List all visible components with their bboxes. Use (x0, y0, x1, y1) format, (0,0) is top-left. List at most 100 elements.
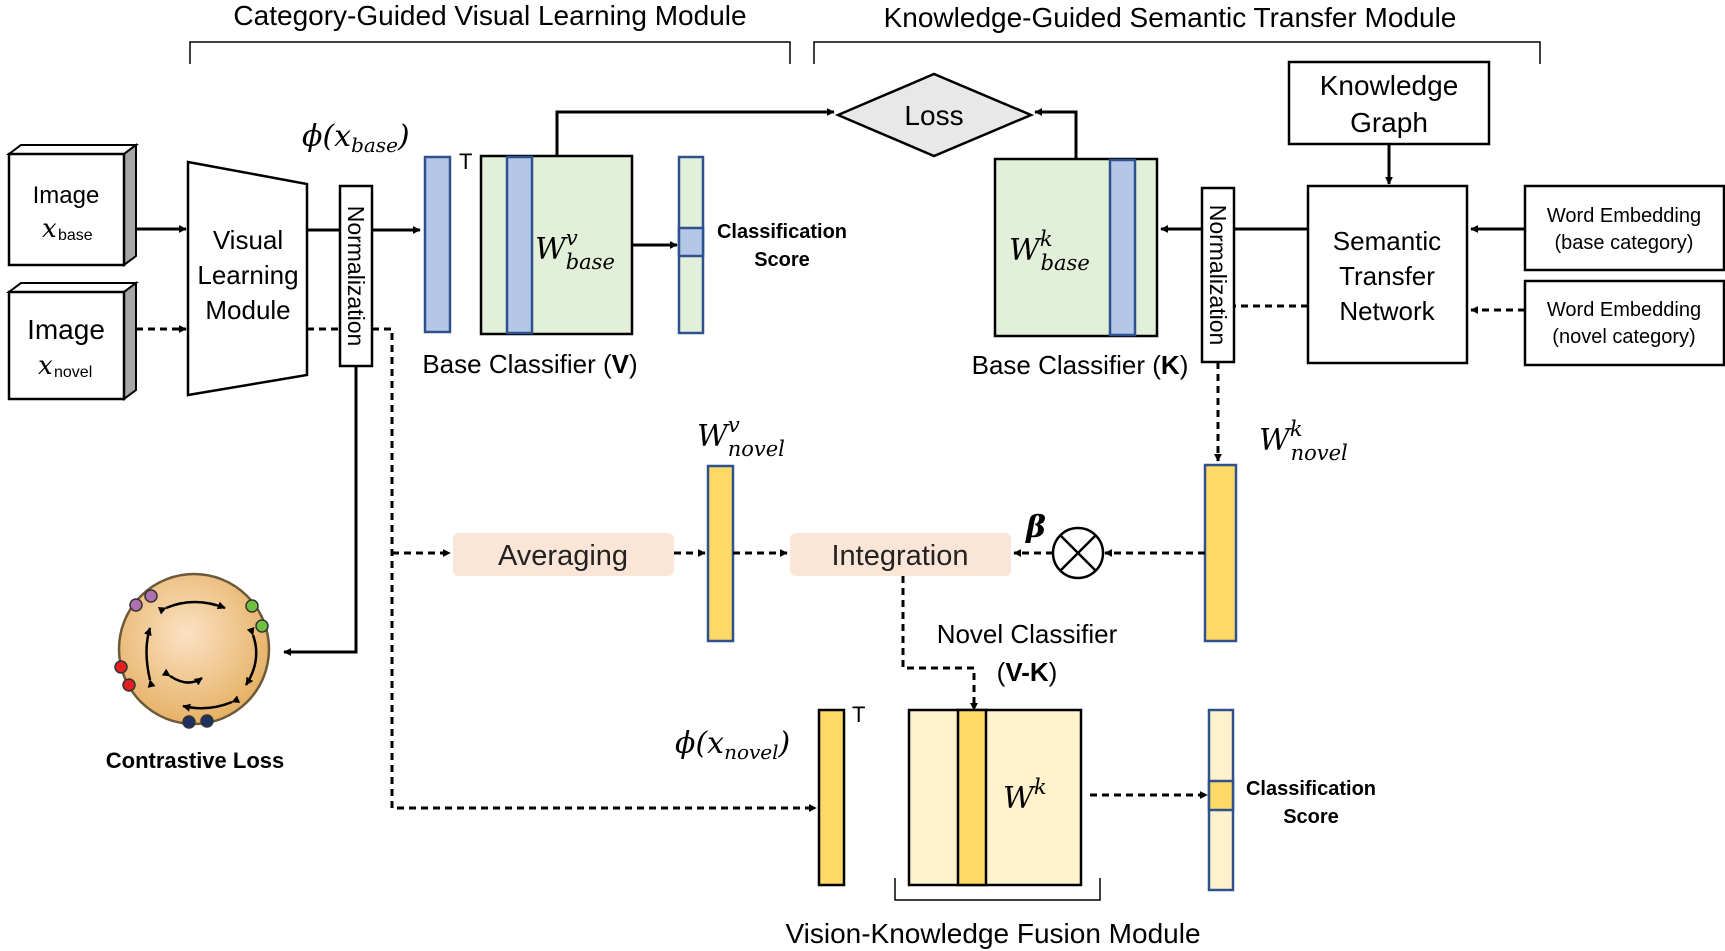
w-k-base-w: W (1009, 233, 1042, 268)
kg-line-1: Knowledge (1320, 70, 1459, 101)
base-classifier-v-label: Base Classifier (V) (422, 349, 637, 379)
base-classifier-v-column (505, 155, 534, 335)
multiply-icon (1051, 526, 1105, 580)
dot-green-1 (245, 599, 259, 613)
base-classifier-v-close: ) (629, 349, 638, 379)
vlm-line-1: Visual (213, 225, 283, 255)
w-k-novel-sup: k (1290, 417, 1303, 441)
w-v-base-sub: base (566, 250, 615, 274)
dot-red-1 (114, 660, 128, 674)
word-emb-novel-line-1: Word Embedding (1547, 299, 1701, 321)
stn-line-3: Network (1339, 296, 1435, 326)
knowledge-graph (1287, 60, 1491, 146)
normalization-right-label: Normalization (1205, 205, 1231, 346)
semantic-module-title: Knowledge-Guided Semantic Transfer Modul… (884, 2, 1457, 33)
dot-navy-1 (182, 715, 196, 729)
w-k-novel-w: W (1259, 423, 1292, 458)
stn-line-2: Transfer (1339, 261, 1435, 291)
novel-classifier-close: ) (1049, 657, 1058, 687)
base-classifier-k-label: Base Classifier (K) (972, 350, 1189, 380)
w-k-base-sub: base (1041, 251, 1090, 275)
base-classifier-k-close: ) (1180, 350, 1189, 380)
phi-base-main: ϕ(x (302, 119, 351, 154)
dot-purple-2 (144, 589, 158, 603)
image-novel-var: x (38, 351, 53, 381)
kg-line-2: Graph (1350, 107, 1428, 138)
word-embedding-base (1523, 184, 1725, 272)
image-novel-label: Image (27, 314, 105, 345)
phi-novel-main: ϕ(x (675, 726, 724, 761)
novel-feature-vector (817, 708, 846, 887)
averaging-label: Averaging (498, 540, 628, 572)
novel-score-label-2: Score (1283, 806, 1339, 828)
integration-label: Integration (831, 540, 968, 572)
dot-purple-1 (129, 598, 143, 612)
w-k-fusion: Wk (1003, 775, 1047, 816)
novel-classifier-label: Novel Classifier (937, 619, 1118, 649)
novel-score-label-1: Classification (1246, 778, 1376, 800)
stn-line-1: Semantic (1333, 226, 1441, 256)
norm-left-dashed-path (372, 327, 817, 812)
image-base-subscript: base (58, 227, 93, 244)
w-k-novel-sub: novel (1291, 441, 1348, 465)
phi-novel-close: ) (778, 726, 791, 761)
vlm-line-3: Module (205, 295, 290, 325)
novel-classifier-sublabel: (V-K) (997, 657, 1058, 687)
fusion-module-brace (894, 878, 1101, 901)
dot-navy-2 (200, 714, 214, 728)
image-novel-subscript: novel (54, 364, 92, 381)
base-classifier-k-bold: K (1161, 350, 1180, 380)
normalization-left-label: Normalization (343, 206, 369, 347)
word-embedding-novel (1523, 279, 1725, 367)
vlm-line-2: Learning (197, 260, 298, 290)
phi-base: ϕ(xbase) (302, 119, 410, 157)
base-classifier-v-pre: Base Classifier ( (422, 349, 612, 379)
w-k-base-sup: k (1040, 227, 1053, 251)
fusion-matrix-column (956, 708, 988, 887)
loss-diamond (834, 72, 1035, 158)
wk-novel-vector (1203, 463, 1238, 643)
image-base-var: x (42, 214, 57, 244)
base-classifier-k-pre: Base Classifier ( (972, 350, 1162, 380)
contrastive-loss-label: Contrastive Loss (106, 748, 285, 773)
word-emb-base-line-1: Word Embedding (1547, 205, 1701, 227)
w-v-novel-sub: novel (728, 437, 785, 461)
w-k-fusion-w: W (1003, 781, 1036, 816)
image-base-label: Image (33, 182, 100, 209)
phi-novel-sub: novel (724, 740, 778, 764)
normalization-right (1200, 186, 1236, 364)
visual-learning-module (186, 160, 309, 397)
wv-novel-vector (706, 464, 735, 643)
base-classifier-k-column (1108, 158, 1137, 337)
fusion-matrix (907, 708, 1083, 887)
w-v-base-w: W (535, 232, 568, 267)
beta-symbol: β (1025, 510, 1046, 545)
classifier-k-to-loss-arrow (1034, 108, 1078, 159)
w-k-fusion-sup: k (1034, 775, 1047, 799)
image-base-cube: Image x base (6, 143, 139, 267)
integration-box (790, 533, 1011, 576)
word-emb-base-line-2: (base category) (1555, 232, 1694, 254)
visual-module-title: Category-Guided Visual Learning Module (233, 0, 746, 31)
base-score-highlight (677, 226, 705, 258)
image-novel-cube: Image x novel (6, 281, 139, 401)
visual-module-brace (189, 41, 791, 64)
novel-classifier-pre: ( (997, 657, 1006, 687)
novel-feature-transpose: T (852, 702, 865, 727)
base-score-label-1: Classification (717, 221, 847, 243)
classifier-v-to-loss-arrow (555, 108, 835, 156)
w-v-novel-sup: v (728, 413, 740, 437)
novel-classifier-bold: V-K (1005, 657, 1049, 687)
normalization-left (338, 184, 374, 368)
loss-label: Loss (904, 100, 963, 131)
integration-to-novel-classifier-arrow (901, 576, 978, 711)
w-v-base-sup: v (566, 226, 578, 250)
phi-base-close: ) (397, 119, 410, 154)
norm-to-contrastive-arrow (283, 366, 358, 656)
base-feature-transpose: T (459, 149, 472, 174)
